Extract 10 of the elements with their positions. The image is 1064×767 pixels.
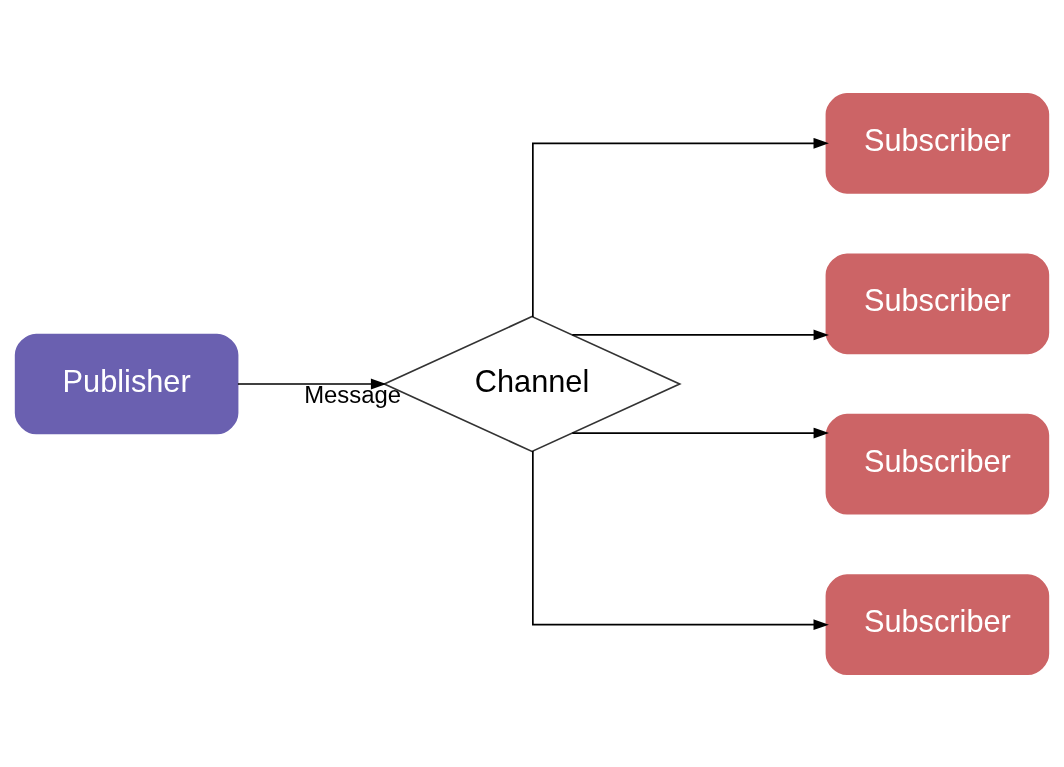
node-box: Subscriber — [825, 252, 1050, 354]
node-box: Publisher — [14, 333, 239, 434]
node-box: Subscriber — [825, 573, 1050, 675]
node-box: Subscriber — [825, 413, 1050, 515]
arrow — [532, 137, 829, 318]
arrow — [571, 427, 829, 438]
arrow — [532, 449, 829, 630]
arrow — [571, 329, 829, 340]
node-box: Subscriber — [825, 92, 1050, 194]
arrow — [237, 378, 387, 389]
